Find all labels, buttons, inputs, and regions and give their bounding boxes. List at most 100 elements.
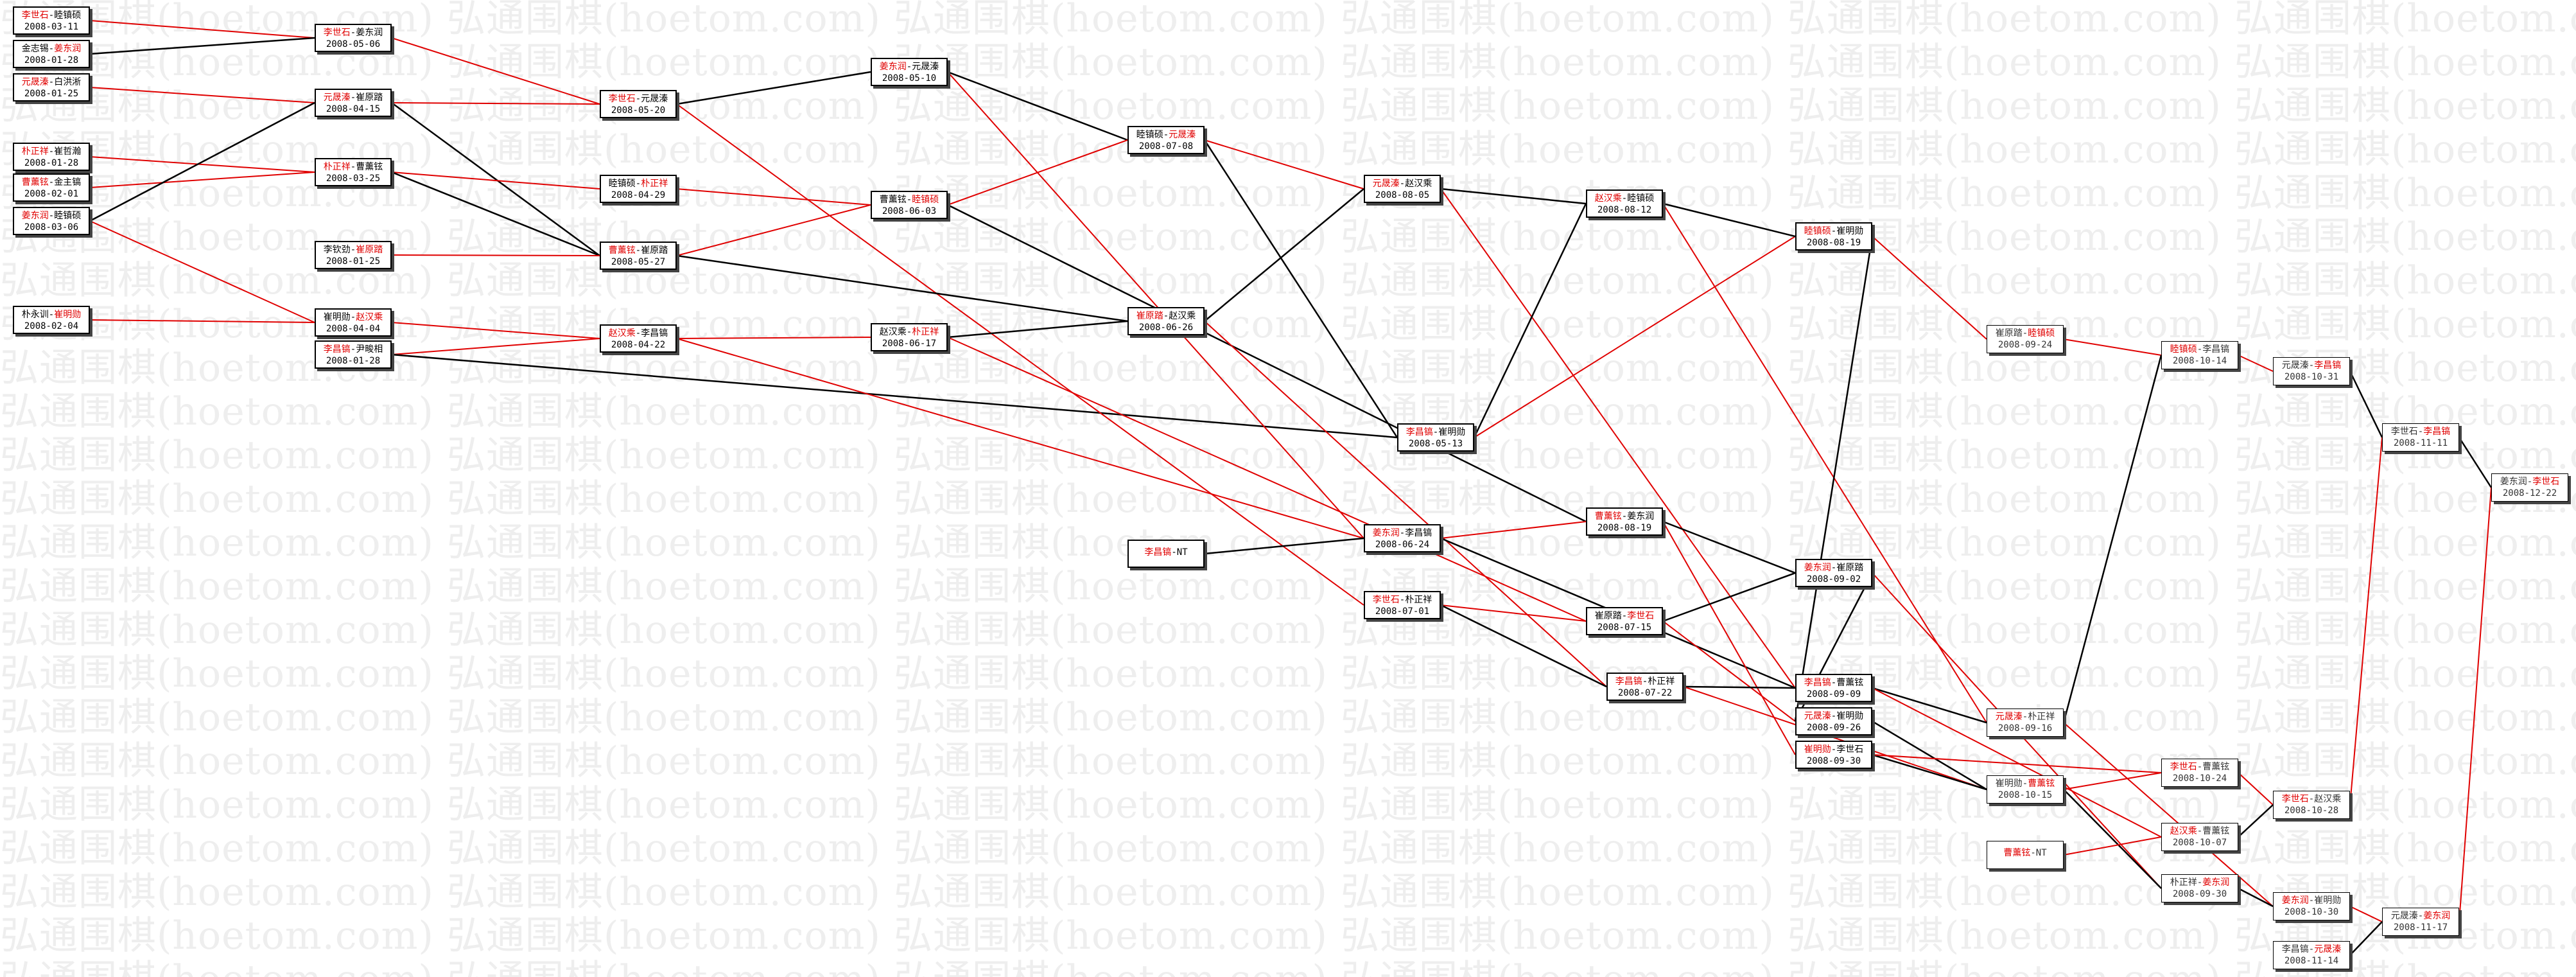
player-one: 元晟溱 (323, 92, 351, 103)
player-separator: - (1831, 744, 1837, 755)
player-one: 崔明勋 (1804, 744, 1831, 755)
player-separator: - (350, 344, 356, 355)
player-separator: - (635, 179, 641, 189)
player-two: 赵汉乘 (2314, 794, 2342, 804)
bracket-edge (1872, 687, 2162, 838)
player-separator: - (1831, 226, 1837, 236)
player-two: 崔原踏 (356, 92, 383, 103)
bracket-edge (676, 188, 871, 206)
bracket-edge (2063, 339, 2162, 356)
player-one: 曹薰铉 (1594, 511, 1622, 522)
player-one: 姜东润 (21, 211, 49, 221)
match-date: 2008-01-25 (326, 256, 381, 267)
match-date: 2008-05-10 (882, 73, 937, 84)
player-separator: - (48, 77, 55, 87)
player-two: 元晟溱 (1169, 130, 1196, 140)
player-one: 李世石 (608, 94, 636, 104)
match-date: 2008-01-28 (24, 55, 79, 66)
bracket-edge (1473, 203, 1587, 438)
player-one: 元晟溱 (2390, 911, 2418, 921)
bracket-edge (2063, 772, 2162, 790)
player-separator: - (350, 312, 356, 322)
bracket-edge (1794, 236, 1874, 722)
player-one: 曹薰铉 (21, 177, 49, 188)
player-two: 睦镇硕 (54, 211, 82, 221)
player-one: 朴永训 (21, 310, 49, 320)
player-one: 李世石 (1372, 595, 1400, 605)
match-date: 2008-08-19 (1597, 523, 1652, 533)
match-players: 元晟溱-赵汉乘 (1373, 179, 1432, 189)
match-date: 2008-09-02 (1806, 574, 1861, 585)
bracket-edge (391, 37, 600, 105)
bracket-edge (947, 71, 1128, 141)
match-players: 朴永训-崔明勋 (22, 310, 81, 320)
match-players: 李世石-赵汉乘 (2282, 794, 2341, 804)
player-one: 朴正祥 (323, 162, 351, 172)
match-date: 2008-07-22 (1617, 688, 1673, 698)
player-one: 李昌镐 (1144, 547, 1172, 558)
player-two: 金主镐 (54, 177, 82, 188)
player-two: 崔明勋 (1836, 711, 1864, 721)
match-date: 2008-10-07 (2172, 838, 2227, 848)
bracket-edge (1662, 521, 1796, 755)
match-date: 2008-09-30 (2172, 889, 2227, 899)
player-two: 李昌镐 (2423, 427, 2451, 437)
player-one: 李昌镐 (1615, 676, 1642, 687)
player-one: 李世石 (2281, 794, 2309, 804)
match-date: 2008-05-13 (1408, 439, 1463, 449)
match-players: 李昌镐-尹畯相 (324, 344, 383, 355)
player-two: 姜东润 (2423, 911, 2451, 921)
bracket-edge (2238, 804, 2274, 838)
player-two: NT (2035, 848, 2047, 858)
player-separator: - (2030, 848, 2036, 858)
player-two: 崔明勋 (1438, 427, 1466, 437)
player-two: 崔原踏 (1836, 563, 1864, 573)
bracket-edge (2063, 789, 2162, 889)
player-separator: - (2308, 360, 2315, 371)
bracket-edge (947, 204, 1587, 523)
match-players: 李世石-李昌镐 (2391, 427, 2450, 437)
player-separator: - (2308, 895, 2315, 906)
player-two: 赵汉乘 (356, 312, 383, 322)
match-players: 曹薰铉-姜东润 (1595, 511, 1654, 522)
player-separator: - (350, 92, 356, 103)
player-two: 睦镇硕 (2028, 328, 2055, 339)
bracket-edge (947, 337, 1587, 622)
match-players: 姜东润-崔原踏 (1804, 563, 1863, 573)
bracket-edge (391, 171, 600, 257)
player-one: 崔明勋 (1995, 779, 2023, 789)
match-date: 2008-10-24 (2172, 773, 2227, 784)
match-date: 2008-10-14 (2172, 356, 2227, 366)
player-separator: - (350, 245, 356, 255)
match-date: 2008-08-19 (1806, 238, 1861, 248)
player-separator: - (1621, 511, 1628, 522)
match-date: 2008-07-15 (1597, 622, 1652, 633)
player-separator: - (1163, 130, 1169, 140)
player-one: 李昌镐 (323, 344, 351, 355)
match-date: 2008-07-08 (1138, 141, 1194, 152)
match-date: 2008-10-30 (2284, 907, 2339, 917)
bracket-edge (89, 101, 315, 222)
player-separator: - (1399, 528, 1405, 538)
player-two: 姜东润 (356, 28, 383, 38)
player-two: 元晟溱 (641, 94, 668, 104)
match-date: 2008-04-22 (611, 340, 666, 350)
